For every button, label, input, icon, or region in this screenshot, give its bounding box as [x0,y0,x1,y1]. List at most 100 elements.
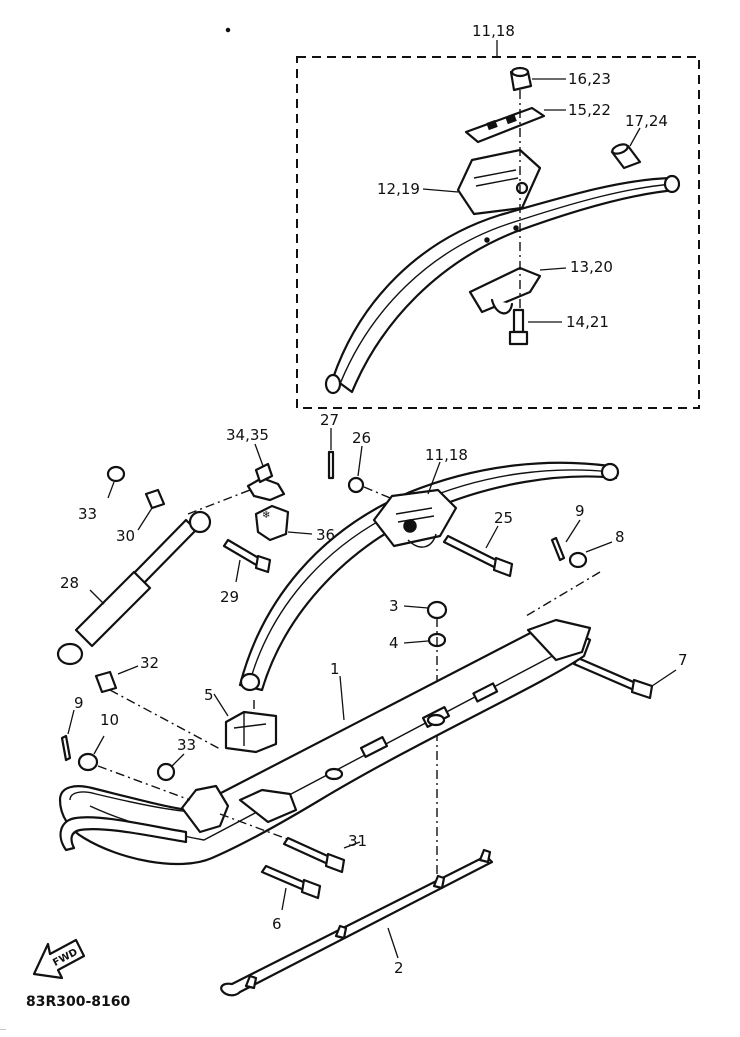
label-29: 29 [220,588,239,606]
leader-11-18-mid [427,461,441,495]
label-28: 28 [60,574,79,592]
bolt-31-head [324,852,346,874]
label-6: 6 [272,915,282,933]
label-9-left: 9 [74,694,84,712]
ski-hole-2 [324,767,344,781]
nut-3 [426,600,448,620]
label-14-21: 14,21 [566,313,609,331]
shock-eye-top-28 [188,510,212,534]
ski-1 [58,626,592,866]
bolt-29-head [254,554,272,574]
ski-slot-1 [359,735,389,759]
bolt-14-21-shank [512,308,525,334]
centerline-26 [363,486,396,501]
leader-1 [339,675,345,721]
leader-3 [403,605,429,609]
centerline-10 [97,765,191,801]
label-16-23: 16,23 [568,70,611,88]
shock-eye-bottom-28 [56,642,84,666]
stray-mark [225,27,231,33]
leader-17-24 [629,127,641,147]
catalog-code: 83R300-8160 [26,994,131,1010]
ski-slot-3 [472,682,499,703]
bolt-7-head [630,678,654,700]
leaf-spring-top-edge [339,183,674,385]
label-9-right: 9 [575,502,585,520]
ski-hole [426,713,446,727]
leader-7 [651,669,677,687]
clamp-11-18-hook [407,533,437,548]
leaf-hole-2 [513,225,519,231]
label-33-top: 33 [78,505,97,523]
leader-2 [387,927,399,959]
bolt-6-head [300,878,322,900]
cotter-pin-27 [327,450,335,480]
bracket-12-19-slots [473,169,519,187]
label-32: 32 [140,654,159,672]
cotter-pin-9-left [60,734,72,762]
label-26: 26 [352,429,371,447]
clamp-11-18 [372,488,458,548]
rubber-36-mark: ❄ [262,510,270,521]
runner-2-stud-2 [432,874,446,890]
leader-8 [585,541,613,553]
runner-2 [220,854,494,997]
leader-34-35 [254,443,264,467]
label-7: 7 [678,651,688,669]
leader-6 [281,887,287,911]
label-12-19: 12,19 [377,180,420,198]
plate-slot-2 [505,113,517,125]
nut-8 [568,551,588,569]
fitting-34-35-top [254,462,274,484]
label-15-22: 15,22 [568,101,611,119]
fwd-arrow-icon: FWD [32,938,86,980]
leader-4 [403,640,429,644]
bolt-25-head [492,556,514,578]
leader-28 [89,589,105,605]
ski-mid-saddle [238,788,298,824]
ski-1-rear-bracket [526,618,592,662]
leader-9-right [565,519,581,543]
fitting-34-35 [246,476,286,502]
bushing-32 [94,670,118,694]
label-36: 36 [316,526,335,544]
label-5: 5 [204,686,214,704]
subassembly-box [296,56,700,409]
leaf-spring-top-eye-right [663,174,681,194]
leaf-spring-top-eye-left [324,373,342,395]
bolt-25-shank [442,534,502,570]
leaf-spring-mid-eye-left [239,672,261,692]
plate-13-20 [468,266,542,314]
label-2: 2 [394,959,404,977]
centerline-31 [219,813,291,841]
ski-handle [59,816,188,852]
leader-26 [357,445,363,477]
leader-29 [235,559,241,583]
label-31: 31 [348,832,367,850]
centerline-8 [525,571,601,617]
ski-1-tip [69,791,199,813]
label-4: 4 [389,634,399,652]
label-3: 3 [389,597,399,615]
leader-5 [213,693,229,717]
cap-33-bottom [156,762,176,782]
leaf-hole-1 [484,237,490,243]
clamp-11-18-detail [395,507,435,523]
cap-33-top [106,465,126,483]
label-13-20: 13,20 [570,258,613,276]
leader-13-20 [539,267,567,271]
bolt-6-shank [260,864,310,892]
label-1: 1 [330,660,340,678]
label-30: 30 [116,527,135,545]
nut-16-23-top [510,66,530,78]
bushing-17-24-end [611,143,629,155]
centerline-28 [187,489,251,515]
runner-2-stud-1 [334,924,348,940]
runner-2-stud-4 [244,974,258,990]
saddle-5-detail [233,712,267,746]
label-33-bottom: 33 [177,736,196,754]
label-17-24: 17,24 [625,112,668,130]
plate-slot-1 [486,119,498,131]
label-34-35: 34,35 [226,426,269,444]
